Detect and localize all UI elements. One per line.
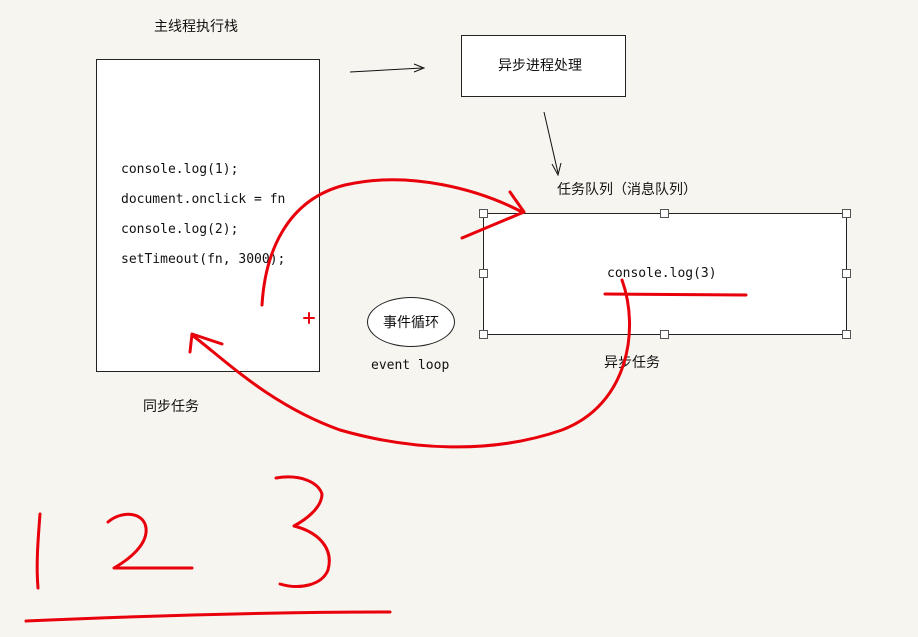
annotation-bottom-underline: [24, 610, 392, 623]
task-queue-title: 任务队列（消息队列）: [557, 182, 697, 198]
task-queue-box[interactable]: console.log(3): [479, 209, 851, 339]
annotation-arc-to-stack: [190, 278, 632, 449]
resize-handle-top[interactable]: [660, 209, 669, 218]
resize-handle-bottom[interactable]: [660, 330, 669, 339]
code-line-2: document.onclick = fn: [121, 192, 286, 207]
arrow-to-task-queue: [543, 111, 559, 174]
arrowhead-right-icon: [413, 63, 426, 73]
arrowhead-down-icon: [551, 162, 562, 177]
resize-handle-right[interactable]: [842, 269, 851, 278]
code-line-4: setTimeout(fn, 3000);: [121, 252, 286, 267]
arrow-to-async-process: [349, 67, 423, 73]
plus-cursor-icon: [303, 312, 315, 324]
annotation-arc-to-queue: [260, 178, 524, 307]
resize-handle-top-left[interactable]: [479, 209, 488, 218]
resize-handle-top-right[interactable]: [842, 209, 851, 218]
code-line-3: console.log(2);: [121, 222, 239, 237]
sync-task-caption: 同步任务: [143, 399, 199, 415]
resize-handle-left[interactable]: [479, 269, 488, 278]
async-task-caption: 异步任务: [604, 355, 660, 371]
annotation-arrowhead-left-icon: [188, 332, 224, 354]
handwritten-digit-2: [106, 512, 194, 570]
resize-handle-bottom-left[interactable]: [479, 330, 488, 339]
code-line-1: console.log(1);: [121, 162, 239, 177]
main-stack-box: console.log(1); document.onclick = fn co…: [96, 59, 320, 372]
main-stack-title: 主线程执行栈: [154, 19, 238, 35]
annotation-arrowhead-right-icon: [460, 190, 526, 240]
resize-handle-bottom-right[interactable]: [842, 330, 851, 339]
event-loop-label: 事件循环: [383, 315, 439, 331]
handwritten-digit-3: [274, 475, 331, 588]
event-loop-caption: event loop: [371, 358, 450, 373]
async-process-label: 异步进程处理: [498, 58, 582, 74]
handwritten-digit-1: [35, 512, 42, 590]
queue-item: console.log(3): [607, 266, 717, 281]
annotation-underline: [603, 292, 748, 297]
async-process-box: 异步进程处理: [461, 35, 626, 97]
event-loop-ellipse: 事件循环: [367, 297, 455, 347]
